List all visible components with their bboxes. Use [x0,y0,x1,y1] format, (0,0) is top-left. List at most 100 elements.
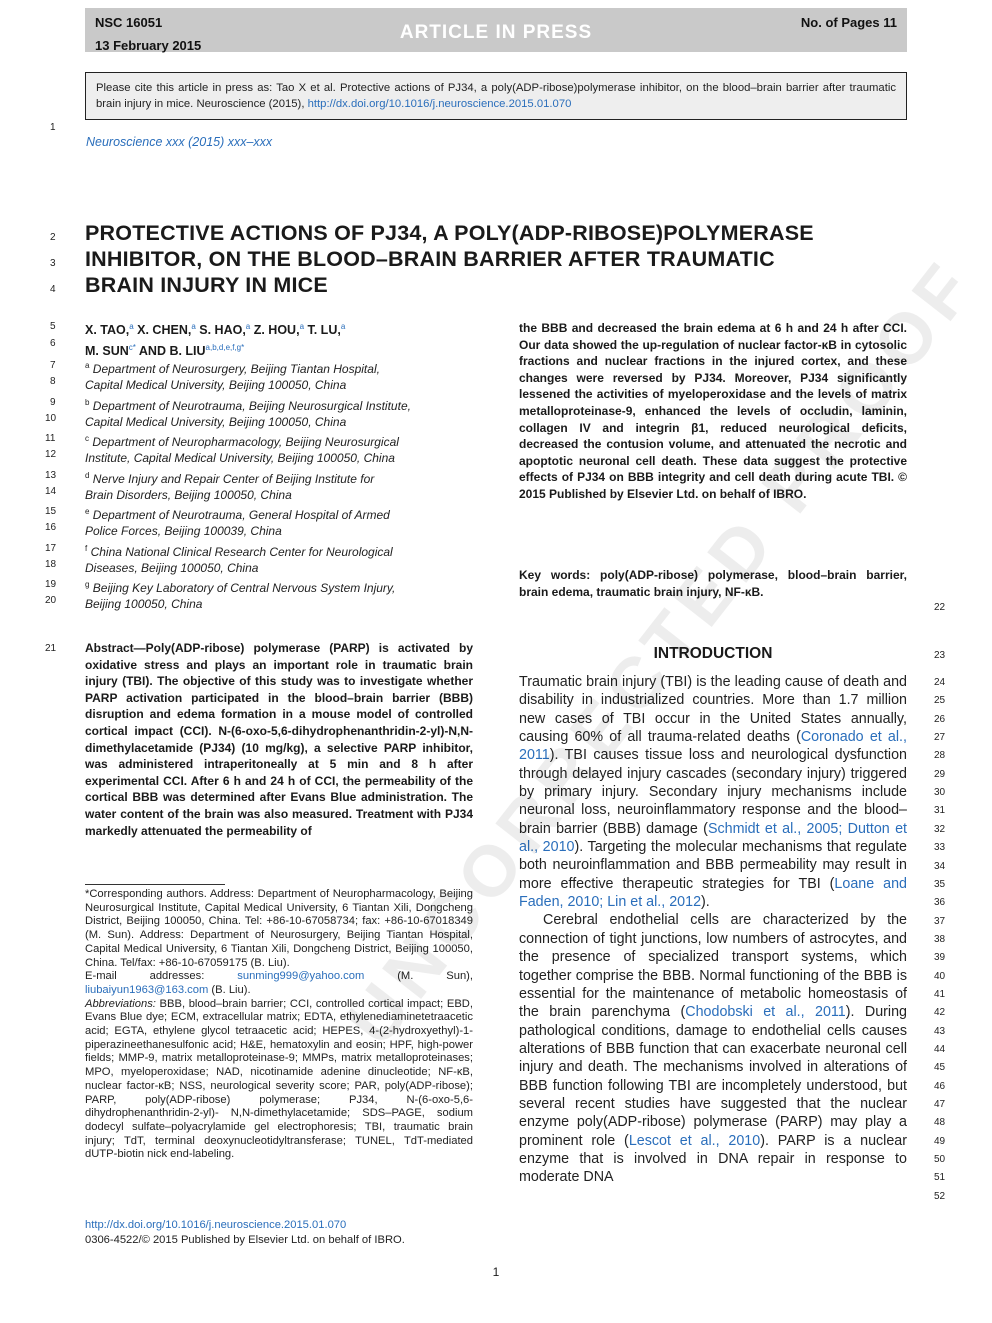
line-number: 15 [45,506,57,517]
author-sup[interactable]: a [299,322,305,331]
line-number: 28 [934,750,946,762]
article-status: ARTICLE IN PRESS [399,22,593,43]
affiliation-text: Diseases, Beijing 100050, China [85,561,259,575]
paragraph-text: Cerebral endothelial cells are character… [519,912,907,1021]
citation-link[interactable]: Schmidt et al., 2005; Dutton et al., 201… [519,820,907,856]
affiliation: c Department of Neuropharmacology, Beiji… [85,431,465,466]
email-owner: (B. Liu). [208,983,251,996]
abbreviations-text: BBB, blood–brain barrier; CCI, controlle… [85,997,473,1161]
author-sup[interactable]: a,b,d,e,f,g* [205,343,245,353]
affiliation: d Nerve Injury and Repair Center of Beij… [85,468,465,503]
line-number: 41 [934,988,946,1000]
affiliation-sup: c [85,434,89,443]
line-number: 48 [934,1117,946,1129]
author-name: Z. HOU, [250,323,300,338]
affiliation-sup: d [85,471,90,480]
affiliation-text: Beijing 100050, China [85,597,203,611]
paragraph-text: ). [701,894,710,911]
line-number: 5 [50,321,56,332]
affiliation-text: Department of Neurotrauma, General Hospi… [92,508,390,522]
affiliation-sup: g [85,580,90,589]
paragraph-text: ). Targeting the molecular mechanisms th… [519,839,907,892]
line-number: 16 [45,522,57,533]
email-label: E-mail addresses: [85,970,238,983]
author-sup[interactable]: c* [128,343,136,353]
author-sup[interactable]: a [129,322,134,331]
line-number: 32 [934,823,946,835]
line-number: 42 [934,1007,946,1019]
corresponding-authors: *Corresponding authors. Address: Departm… [85,888,473,969]
affiliation-text: Police Forces, Beijing 100039, China [85,524,282,538]
affiliation: f China National Clinical Research Cente… [85,541,465,576]
line-number: 8 [50,376,56,387]
line-number: 45 [934,1062,946,1074]
article-title: PROTECTIVE ACTIONS OF PJ34, A POLY(ADP-R… [85,220,905,298]
affiliation-sup: a [85,361,90,370]
line-number: 3 [50,258,56,269]
paragraph-text: ). During pathological conditions, damag… [519,1004,907,1149]
email-addresses: E-mail addresses: sunming999@yahoo.com (… [85,970,473,997]
footer-doi-link[interactable]: http://dx.doi.org/10.1016/j.neuroscience… [85,1219,347,1231]
affiliation-text: Institute, Capital Medical University, B… [85,451,395,465]
line-number: 31 [934,805,946,817]
line-number: 7 [50,360,56,371]
affiliation-text: Brain Disorders, Beijing 100050, China [85,488,292,502]
paragraph-text: ). TBI causes tissue loss and neurologic… [519,747,907,837]
email-link[interactable]: sunming999@yahoo.com [237,970,365,983]
journal-reference[interactable]: Neuroscience xxx (2015) xxx–xxx [86,135,273,149]
affiliation-text: Department of Neurosurgery, Beijing Tian… [92,362,380,376]
line-number: 39 [934,952,946,964]
keywords: Key words: poly(ADP-ribose) polymerase, … [519,568,907,599]
line-number: 25 [934,695,946,707]
abbreviations: Abbreviations: BBB, blood–brain barrier;… [85,998,473,1162]
line-number: 1 [50,122,56,133]
footer-copyright: 0306-4522/© 2015 Published by Elsevier L… [85,1234,405,1246]
title-line: BRAIN INJURY IN MICE [85,273,328,297]
author-sup[interactable]: a [245,322,251,331]
author-sup[interactable]: a [340,322,346,331]
paragraph-text: ). PARP is a nuclear enzyme that is invo… [519,1132,908,1186]
line-number: 34 [934,860,946,872]
title-line: INHIBITOR, ON THE BLOOD–BRAIN BARRIER AF… [85,247,775,271]
affiliation-text: Capital Medical University, Beijing 1000… [85,415,347,429]
affiliation-text: Capital Medical University, Beijing 1000… [85,378,347,392]
line-number: 40 [934,970,946,982]
author-line: X. TAO,a X. CHEN,a S. HAO,a Z. HOU,a T. … [85,318,465,339]
citation-link[interactable]: Coronado et al., 2011 [519,729,907,764]
affiliation-text: Nerve Injury and Repair Center of Beijin… [92,472,375,486]
author-sup[interactable]: a [191,322,196,331]
affiliation-text: Beijing Key Laboratory of Central Nervou… [92,581,396,595]
line-number: 6 [50,338,56,349]
line-number: 24 [934,677,946,688]
line-number: 22 [934,602,946,613]
line-number: 30 [934,787,946,799]
citation-box: Please cite this article in press as: Ta… [85,72,907,120]
citation-link[interactable]: Lescot et al., 2010 [628,1132,761,1149]
affiliation: g Beijing Key Laboratory of Central Nerv… [85,577,465,612]
abstract: Abstract—Poly(ADP-ribose) polymerase (PA… [85,641,473,838]
line-number: 50 [934,1154,946,1166]
line-number: 43 [934,1025,946,1037]
introduction-body: Traumatic brain injury (TBI) is the lead… [519,673,907,1187]
affiliation-sup: b [85,398,90,407]
line-number: 49 [934,1135,946,1147]
citation-link[interactable]: Chodobski et al., 2011 [685,1004,846,1021]
line-number: 20 [45,595,57,606]
page-count: No. of Pages 11 [800,15,897,30]
line-number: 33 [934,842,946,854]
line-number: 35 [934,878,946,890]
abbreviations-label: Abbreviations: [85,997,156,1010]
citation-doi-link[interactable]: http://dx.doi.org/10.1016/j.neuroscience… [307,98,572,110]
affiliation-sup: f [85,544,88,553]
page-number: 1 [492,1265,500,1279]
author-line: M. SUNc* AND B. LIUa,b,d,e,f,g* [85,339,465,360]
line-number: 27 [934,732,946,744]
line-number: 36 [934,897,946,909]
paragraph: Traumatic brain injury (TBI) is the lead… [519,673,907,911]
line-number: 47 [934,1099,946,1111]
manuscript-date: 13 February 2015 [95,38,202,53]
line-number: 18 [45,559,57,570]
author-name: X. CHEN, [133,323,192,338]
citation-link[interactable]: Loane and Faden, 2010; Lin et al., 2012 [519,875,907,911]
email-link[interactable]: liubaiyun1963@163.com [85,983,209,996]
